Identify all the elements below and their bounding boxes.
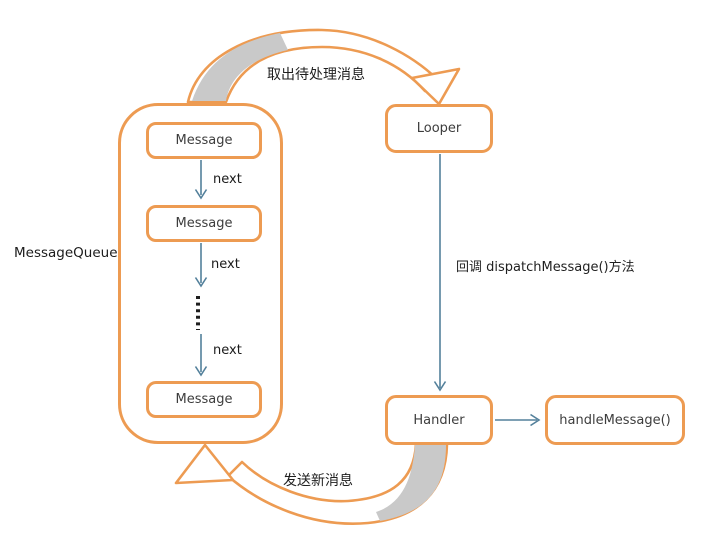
looper-node-label: Looper <box>416 121 462 136</box>
send-arrow-band-shading <box>376 445 446 521</box>
next-arrow-2 <box>194 243 208 288</box>
message-node-2-label: Message <box>175 216 233 231</box>
fetch-message-curved-arrow <box>186 28 461 106</box>
looper-node: Looper <box>385 104 493 153</box>
next-arrow-1 <box>194 160 208 200</box>
dispatch-arrow <box>433 154 447 392</box>
fetch-arrow-band-shading <box>192 33 288 101</box>
next-label-3: next <box>213 343 242 358</box>
fetch-arrowhead <box>410 67 461 106</box>
next-arrow-3 <box>194 334 208 377</box>
message-node-2: Message <box>146 205 262 242</box>
next-label-1: next <box>213 172 242 187</box>
fetch-message-caption: 取出待处理消息 <box>267 67 365 83</box>
handle-message-node-label: handleMessage() <box>559 412 671 428</box>
handler-node: Handler <box>385 395 493 445</box>
handler-node-label: Handler <box>413 412 465 428</box>
message-queue-label: MessageQueue <box>14 245 118 261</box>
handle-message-arrow <box>495 413 541 427</box>
message-node-3-label: Message <box>175 392 233 407</box>
dispatch-message-caption: 回调 dispatchMessage()方法 <box>456 260 635 275</box>
handle-message-node: handleMessage() <box>545 395 685 445</box>
message-node-3: Message <box>146 381 262 418</box>
next-label-2: next <box>211 257 240 272</box>
send-arrowhead <box>174 443 235 485</box>
message-node-1-label: Message <box>175 133 233 148</box>
message-node-1: Message <box>146 122 262 159</box>
send-message-caption: 发送新消息 <box>283 473 353 489</box>
send-message-curved-arrow <box>174 442 449 525</box>
